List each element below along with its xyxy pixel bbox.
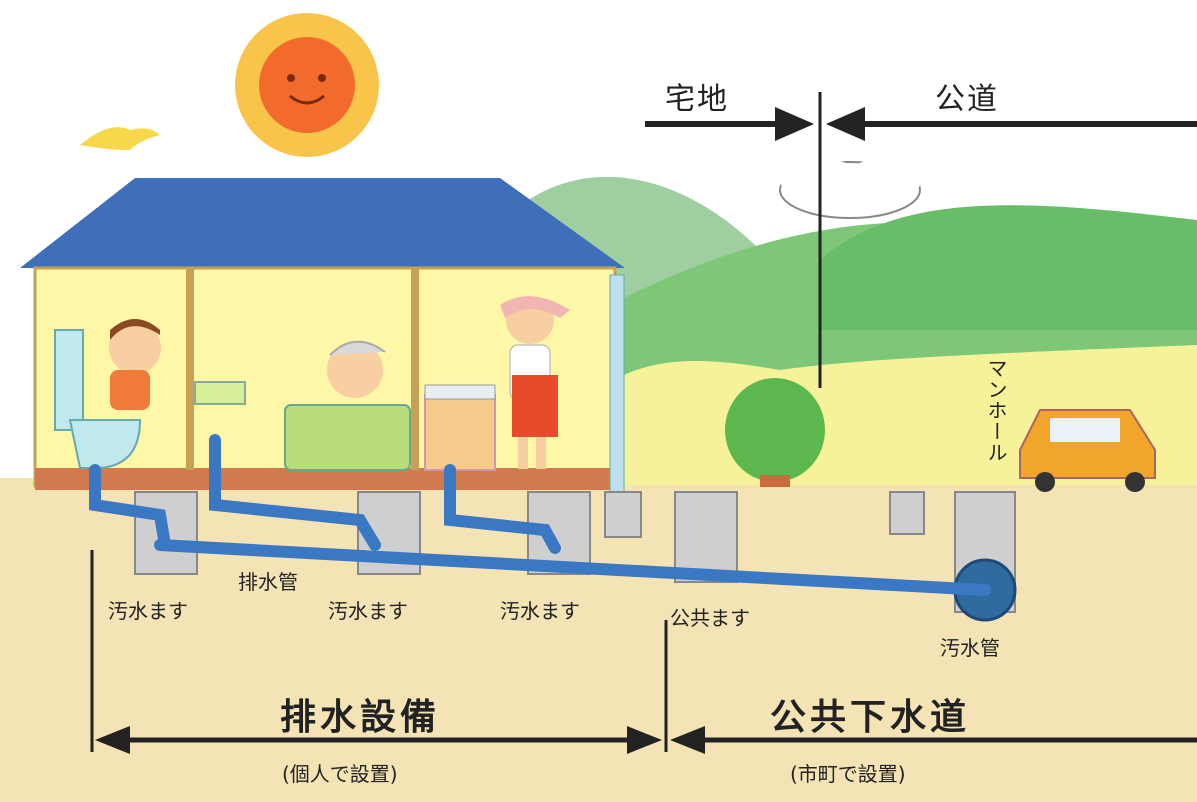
public-basin-label: 公共ます [670, 606, 750, 630]
public-sewer-label: 公共下水道 [770, 697, 971, 738]
public-note-label: (市町で設置) [790, 762, 906, 786]
pipes [89, 434, 991, 596]
sewage-basin-label-3: 汚水ます [500, 599, 580, 623]
washbasin [194, 381, 246, 405]
public-road-label: 公道 [935, 82, 999, 117]
sun-icon [235, 13, 379, 157]
kitchen-sink [424, 384, 496, 471]
drainage-note-label: (個人で設置) [282, 762, 398, 786]
downspout [609, 274, 625, 506]
house-floor [35, 468, 615, 490]
bathtub [284, 340, 411, 471]
tree [725, 378, 825, 487]
top-arrows [645, 107, 1197, 141]
bottom-arrows [95, 726, 1197, 754]
car [1019, 409, 1156, 492]
sewage-basin-label-2: 汚水ます [328, 599, 408, 623]
cloud-icon [779, 158, 923, 219]
toilet [54, 329, 142, 469]
bird-icon [80, 127, 160, 150]
boy-figure [109, 319, 161, 410]
sewage-basin-label-1: 汚水ます [108, 599, 188, 623]
sewer-pipe-label: 汚水管 [940, 636, 1000, 660]
residential-land-label: 宅地 [665, 82, 729, 117]
manhole-label: マンホール [984, 358, 1008, 463]
drainage-facility-label: 排水設備 [280, 697, 441, 738]
woman-figure [500, 296, 570, 469]
drain-pipe-label: 排水管 [238, 570, 298, 594]
house-roof [20, 178, 625, 268]
hill-right [820, 205, 1197, 330]
